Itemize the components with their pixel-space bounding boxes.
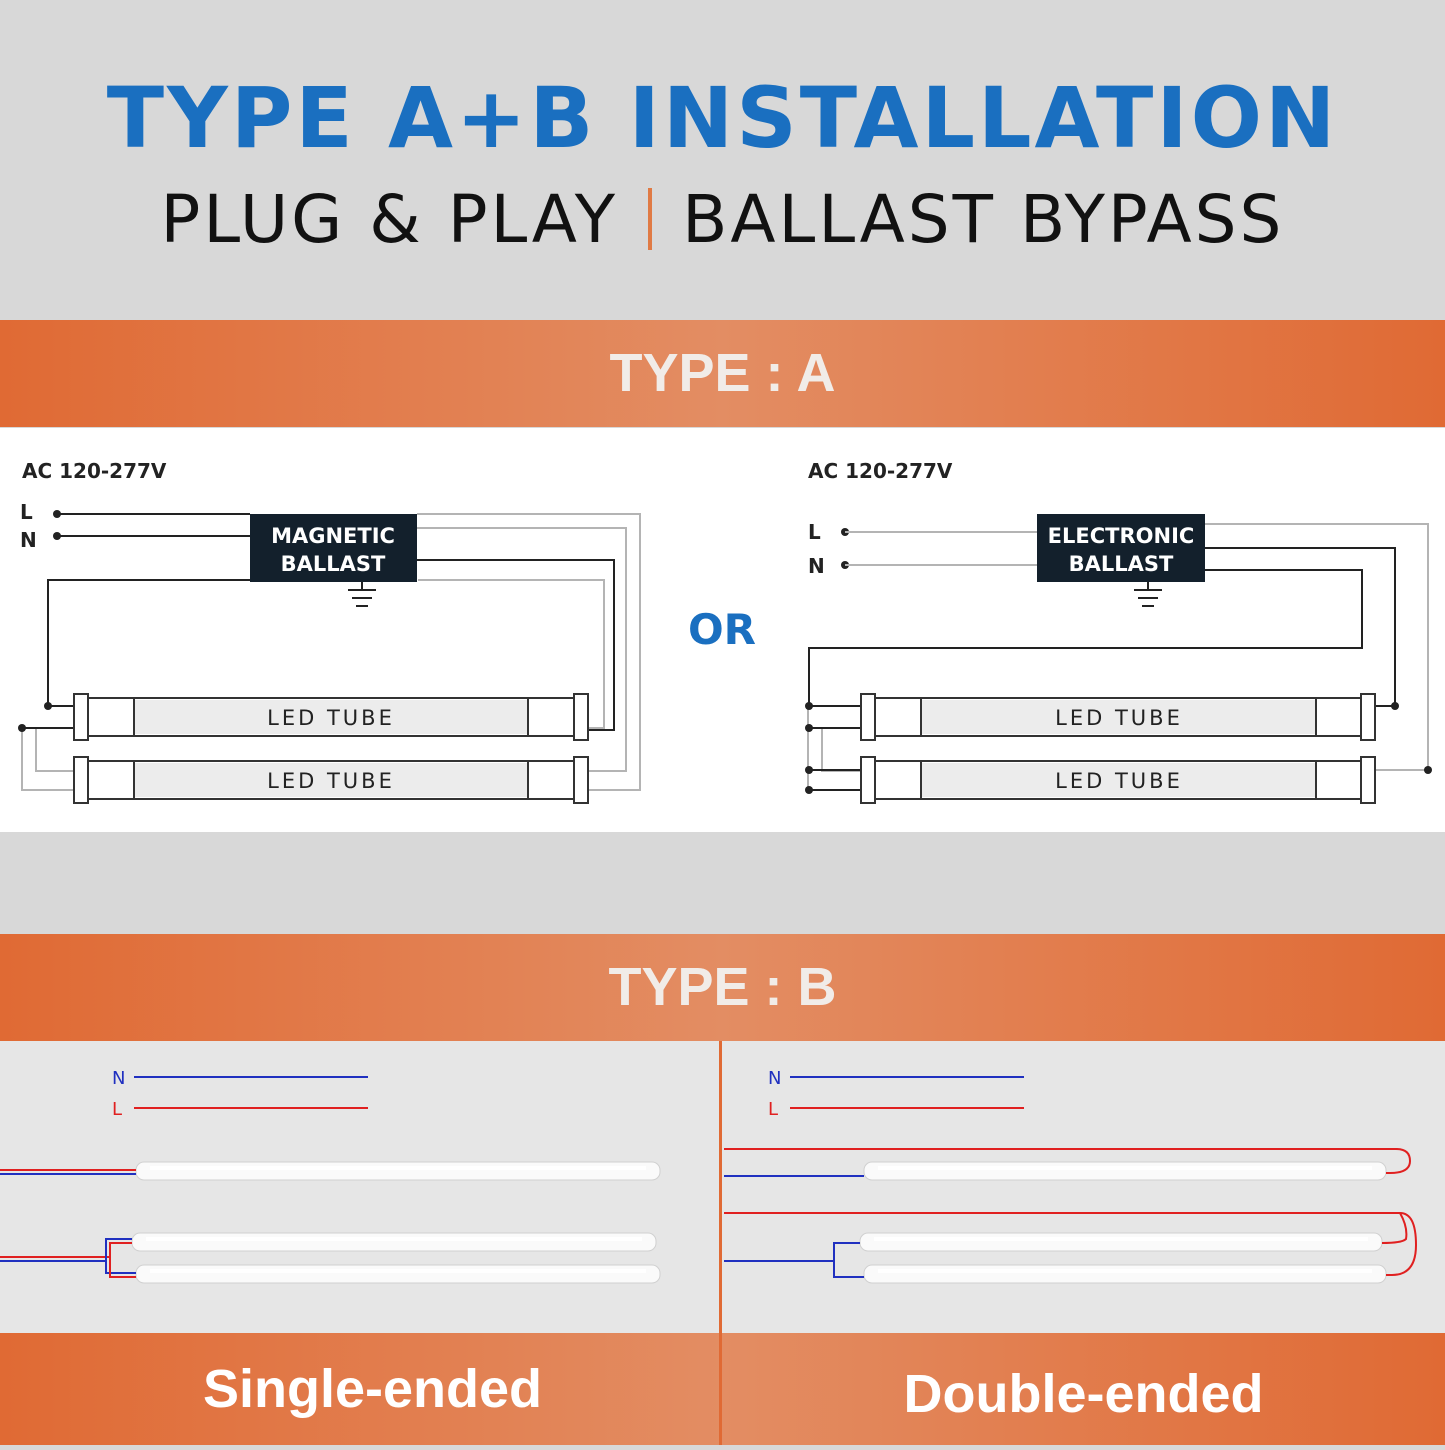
b-right-tube-1 <box>863 1161 1387 1181</box>
b-right-tube-3 <box>863 1264 1387 1284</box>
left-junction-dot <box>18 724 26 732</box>
left-tube-2-label: LED TUBE <box>267 769 395 793</box>
double-ended-caption: Double-ended <box>903 1364 1264 1424</box>
b-left-wiring <box>0 1169 136 1278</box>
b-right-line-label: L <box>768 1099 778 1120</box>
left-tube-1-label: LED TUBE <box>267 706 395 730</box>
right-ground-icon <box>1134 582 1162 607</box>
subtitle-ballast-bypass: BALLAST BYPASS <box>682 181 1285 258</box>
right-junction-dot <box>1424 766 1432 774</box>
right-black-wires <box>808 547 1396 791</box>
electronic-ballast-label-1: ELECTRONIC <box>1048 524 1195 548</box>
type-b-wiring-diagram: N L N L <box>0 1068 1418 1284</box>
b-left-neutral-label: N <box>112 1068 125 1089</box>
type-b-divider <box>719 1041 722 1445</box>
b-right-wiring <box>724 1148 1418 1278</box>
single-ended-caption: Single-ended <box>202 1359 543 1419</box>
type-b-heading: TYPE : B <box>608 957 837 1017</box>
subtitle-separator <box>648 188 653 250</box>
left-led-tube-2: LED TUBE <box>73 756 589 804</box>
right-neutral-label: N <box>808 554 825 578</box>
b-left-tube-2 <box>131 1232 657 1252</box>
b-right-tube-2 <box>859 1232 1383 1252</box>
left-led-tube-1: LED TUBE <box>73 693 589 741</box>
or-label: OR <box>688 605 756 654</box>
left-black-wires <box>22 513 615 731</box>
left-junction-dot <box>44 702 52 710</box>
type-a-band: TYPE : A <box>0 320 1445 427</box>
right-tube-1-label: LED TUBE <box>1055 706 1183 730</box>
b-left-tube-3 <box>135 1264 661 1284</box>
left-neutral-label: N <box>20 528 37 552</box>
right-voltage-label: AC 120-277V <box>808 459 953 483</box>
type-b-band: TYPE : B <box>0 934 1445 1041</box>
right-junction-dot <box>805 724 813 732</box>
b-left-line-label: L <box>112 1099 122 1120</box>
right-tube-2-label: LED TUBE <box>1055 769 1183 793</box>
b-left-tube-1 <box>135 1161 661 1181</box>
subtitle-plug-and-play: PLUG & PLAY <box>160 181 619 258</box>
magnetic-ballast-label-2: BALLAST <box>281 552 386 576</box>
bottom-band <box>0 1333 1445 1445</box>
right-line-label: L <box>808 520 821 544</box>
right-junction-dot <box>1391 702 1399 710</box>
page-subtitle: PLUG & PLAY BALLAST BYPASS <box>0 180 1445 260</box>
right-junction-dot <box>805 766 813 774</box>
b-right-neutral-label: N <box>768 1068 781 1089</box>
electronic-ballast-box <box>1037 514 1205 582</box>
left-voltage-label: AC 120-277V <box>22 459 167 483</box>
left-grey-wires <box>21 513 641 791</box>
right-junction-dot <box>805 786 813 794</box>
type-a-heading: TYPE : A <box>609 343 836 403</box>
type-b-panel: N L N L <box>0 1041 1445 1333</box>
magnetic-ballast-box <box>250 514 417 582</box>
type-a-panel: AC 120-277V L N MAGNETIC BALLAST <box>0 428 1445 832</box>
electronic-ballast-label-2: BALLAST <box>1069 552 1174 576</box>
magnetic-ballast-label-1: MAGNETIC <box>271 524 395 548</box>
left-ground-icon <box>348 582 376 607</box>
type-a-wiring-diagram: AC 120-277V L N MAGNETIC BALLAST <box>18 459 1432 804</box>
right-junction-dot <box>805 702 813 710</box>
page-title: TYPE A+B INSTALLATION <box>106 69 1339 167</box>
left-line-label: L <box>20 500 33 524</box>
right-led-tube-1: LED TUBE <box>860 693 1376 741</box>
right-led-tube-2: LED TUBE <box>860 756 1376 804</box>
